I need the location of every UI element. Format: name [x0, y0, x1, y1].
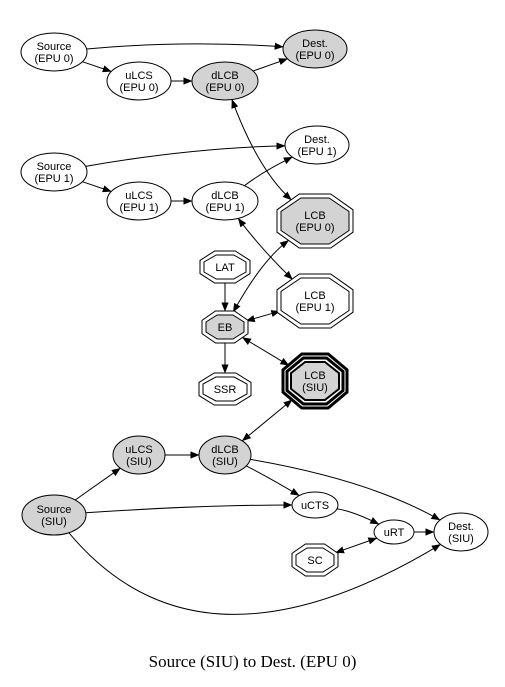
node-label: (SIU)	[448, 533, 474, 545]
node-label: (EPU 0)	[119, 82, 158, 94]
edge-source-epu0-to-dest-epu0	[86, 42, 284, 50]
node-label: uLCS	[125, 444, 153, 456]
node-label: (EPU 1)	[295, 302, 334, 314]
edge-source-siu-to-dest-siu	[68, 532, 441, 615]
edge-sc-to-urt	[335, 537, 378, 554]
node-ulcs-epu1: uLCS(EPU 1)	[106, 181, 172, 221]
node-label: (EPU 0)	[295, 222, 334, 234]
node-label: Dest.	[448, 521, 474, 533]
node-label: Source	[37, 161, 72, 173]
node-label: (EPU 0)	[295, 50, 334, 62]
node-label: uRT	[384, 527, 405, 539]
edge-dlcb-siu-to-ucts	[246, 465, 300, 496]
edge-source-epu1-to-dest-epu1	[85, 142, 286, 167]
node-eb: EB	[201, 310, 249, 344]
node-label: SC	[307, 555, 322, 567]
edge-dlcb-siu-to-dest-siu	[250, 458, 441, 521]
node-label: (EPU 0)	[34, 53, 73, 65]
node-label: LAT	[215, 262, 235, 274]
node-label: uLCS	[125, 190, 153, 202]
node-label: LCB	[304, 210, 325, 222]
node-ucts: uCTS	[291, 491, 339, 519]
node-label: uCTS	[301, 500, 329, 512]
node-label: uLCS	[125, 70, 153, 82]
node-lat: LAT	[199, 250, 251, 284]
node-lcb-siu: LCB(SIU)	[281, 352, 349, 410]
node-label: (SIU)	[302, 382, 328, 394]
edge-source-siu-to-ucts	[85, 501, 293, 514]
node-source-siu: Source(SIU)	[21, 494, 87, 536]
edge-eb-to-lcb-siu	[242, 337, 290, 366]
node-label: (EPU 1)	[119, 202, 158, 214]
node-label: Dest.	[302, 38, 328, 50]
node-ssr: SSR	[198, 372, 252, 406]
edge-source-epu1-to-ulcs-epu1	[82, 181, 112, 193]
node-lcb-epu0: LCB(EPU 0)	[276, 193, 354, 249]
node-source-epu0: Source(EPU 0)	[20, 32, 88, 72]
node-dest-epu1: Dest.(EPU 1)	[284, 125, 350, 165]
node-dest-siu: Dest.(SIU)	[433, 512, 489, 552]
diagram-caption: Source (SIU) to Dest. (EPU 0)	[148, 652, 357, 671]
flow-diagram: Source(EPU 0)uLCS(EPU 0)dLCB(EPU 0)Dest.…	[20, 29, 489, 615]
node-ulcs-siu: uLCS(SIU)	[112, 435, 166, 475]
edge-source-epu0-to-ulcs-epu0	[82, 61, 112, 73]
node-ulcs-epu0: uLCS(EPU 0)	[106, 61, 172, 101]
node-label: Source	[37, 504, 72, 516]
node-label: Source	[37, 41, 72, 53]
edge-source-siu-to-ulcs-siu	[74, 467, 121, 501]
node-label: LCB	[304, 290, 325, 302]
node-label: dLCB	[211, 70, 239, 82]
node-dest-epu0: Dest.(EPU 0)	[282, 29, 348, 69]
node-label: (EPU 0)	[205, 82, 244, 94]
node-dlcb-siu: dLCB(SIU)	[198, 435, 252, 475]
node-sc: SC	[291, 543, 339, 577]
node-label: (SIU)	[212, 456, 238, 468]
edge-ucts-to-urt	[336, 508, 380, 525]
edge-dlcb-siu-to-lcb-siu	[241, 399, 293, 442]
node-source-epu1: Source(EPU 1)	[20, 152, 88, 192]
node-label: dLCB	[211, 444, 239, 456]
node-urt: uRT	[373, 519, 415, 545]
node-label: (EPU 1)	[297, 146, 336, 158]
node-label: (SIU)	[126, 456, 152, 468]
node-label: (SIU)	[41, 516, 67, 528]
node-dlcb-epu1: dLCB(EPU 1)	[191, 181, 259, 221]
edge-lcb-epu0-to-eb	[232, 239, 289, 313]
node-label: Dest.	[304, 134, 330, 146]
node-label: (EPU 1)	[205, 202, 244, 214]
node-label: LCB	[304, 370, 325, 382]
node-label: EB	[218, 322, 233, 334]
edge-dlcb-epu0-to-lcb-epu0	[231, 99, 292, 201]
edge-dlcb-epu0-to-dest-epu0	[252, 58, 288, 72]
node-dlcb-epu0: dLCB(EPU 0)	[191, 61, 259, 101]
edge-dlcb-epu1-to-dest-epu1	[244, 156, 293, 187]
edge-eb-to-lcb-epu1	[245, 310, 281, 322]
node-label: dLCB	[211, 190, 239, 202]
node-lcb-epu1: LCB(EPU 1)	[276, 273, 354, 329]
node-label: SSR	[214, 384, 237, 396]
node-label: (EPU 1)	[34, 173, 73, 185]
